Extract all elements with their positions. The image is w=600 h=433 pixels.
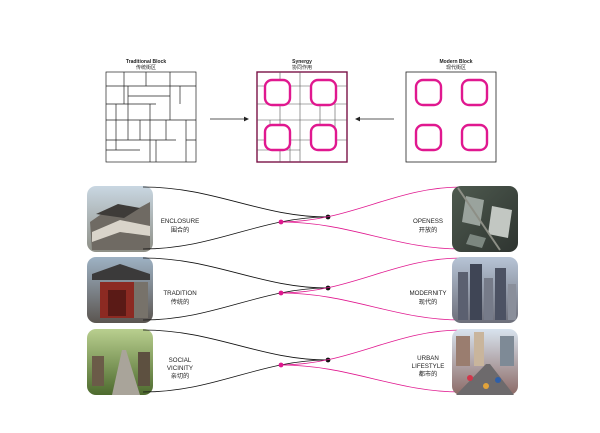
arrow-left-icon	[355, 116, 394, 122]
traditional-block-title: Traditional Block	[126, 59, 167, 65]
photo-busy-modern-street	[452, 329, 518, 395]
label-enclosure: ENCLOSURE	[161, 218, 200, 225]
traditional-block-plan	[105, 71, 197, 163]
label-enclosure-chinese: 围合的	[171, 226, 190, 234]
photo-traditional-courtyard-roofs	[87, 186, 153, 252]
traditional-block-subtitle: 传统街区	[136, 64, 156, 71]
connector-urban-lifestyle	[280, 329, 462, 393]
label-tradition-chinese: 传统的	[171, 298, 190, 306]
photo-aerial-city-towers	[452, 186, 518, 252]
synergy-block-subtitle: 协同作用	[292, 64, 312, 71]
photo-tree-lined-alley	[87, 329, 153, 395]
connector-enclosure	[142, 186, 329, 250]
junction-dot-openess	[278, 219, 284, 225]
connector-openess	[280, 186, 462, 250]
label-urban-lifestyle-chinese: 都市的	[419, 370, 438, 378]
label-vicinity: VICINITY	[167, 365, 193, 372]
connector-tradition	[142, 257, 329, 321]
label-tradition: TRADITION	[163, 290, 196, 297]
label-openess: OPENESS	[413, 218, 443, 225]
photo-red-gate-hutong	[87, 257, 153, 323]
junction-dot-urban-lifestyle	[278, 362, 284, 368]
connector-modernity	[280, 257, 462, 321]
arrow-right-icon	[210, 116, 249, 122]
photo-city-skyline	[452, 257, 518, 323]
label-urban: URBAN	[417, 355, 439, 362]
modern-block-subtitle: 现代街区	[446, 64, 466, 71]
synergy-block-title: Synergy	[292, 59, 312, 65]
label-modernity-chinese: 现代的	[419, 298, 438, 306]
label-social: SOCIAL	[169, 357, 192, 364]
label-lifestyle: LIFESTYLE	[412, 363, 445, 370]
modern-block-plan	[405, 71, 497, 163]
junction-dot-modernity	[278, 290, 284, 296]
label-openess-chinese: 开放的	[419, 226, 438, 234]
label-modernity: MODERNITY	[409, 290, 446, 297]
modern-block-title: Modern Block	[439, 59, 472, 65]
label-social-vicinity-chinese: 亲切的	[171, 372, 190, 380]
connector-social-vicinity	[142, 329, 329, 393]
synergy-block-plan	[256, 71, 348, 163]
